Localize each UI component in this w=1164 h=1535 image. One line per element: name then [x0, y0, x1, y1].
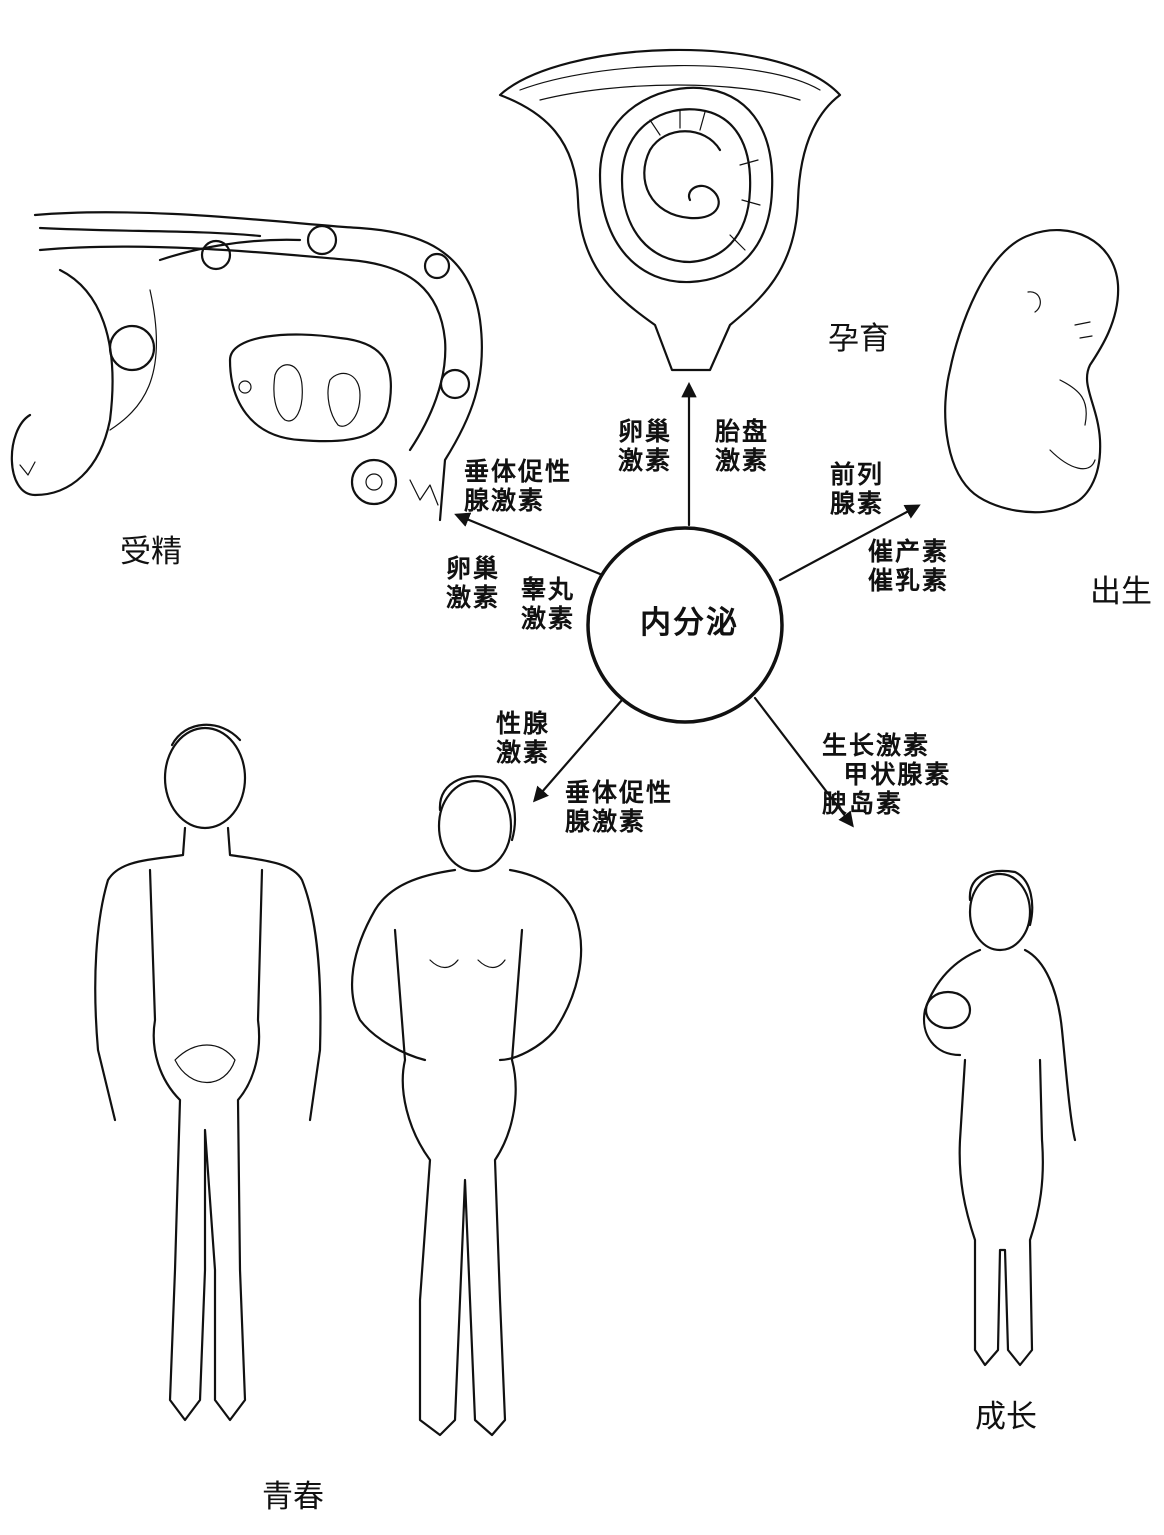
hormone-label-testis: 睾丸 激素 [521, 576, 575, 634]
stage-label-birth: 出生 [1090, 575, 1152, 611]
stage-label-fertilization: 受精 [120, 535, 182, 571]
hormone-label-pituitary-gonadotropin-upper: 垂体促性 腺激素 [464, 458, 572, 516]
hormone-label-ovary-top: 卵巢 激素 [618, 418, 672, 476]
puberty-illustration-female [352, 776, 581, 1435]
puberty-illustration-male [95, 725, 320, 1420]
hormone-label-pituitary-gonadotropin-lower: 垂体促性 腺激素 [565, 779, 673, 837]
pregnancy-illustration [500, 50, 840, 370]
center-label: 内分泌 [640, 606, 739, 642]
fertilization-illustration [12, 212, 482, 520]
stage-label-puberty: 青春 [262, 1480, 324, 1516]
stage-label-growth: 成长 [975, 1400, 1037, 1436]
hormone-label-prostaglandin: 前列 腺素 [830, 461, 884, 519]
stage-label-pregnancy: 孕育 [828, 322, 890, 358]
hormone-label-ovary-left: 卵巢 激素 [446, 555, 500, 613]
hormone-label-placenta: 胎盘 激素 [715, 418, 769, 476]
birth-illustration [945, 230, 1118, 512]
hormone-label-oxytocin-prolactin: 催产素 催乳素 [868, 538, 949, 596]
growth-illustration [924, 871, 1075, 1365]
hormone-label-growth-thyroid-insulin: 生长激素 甲状腺素 腴岛素 [822, 732, 951, 818]
hormone-label-gonad: 性腺 激素 [496, 710, 550, 768]
